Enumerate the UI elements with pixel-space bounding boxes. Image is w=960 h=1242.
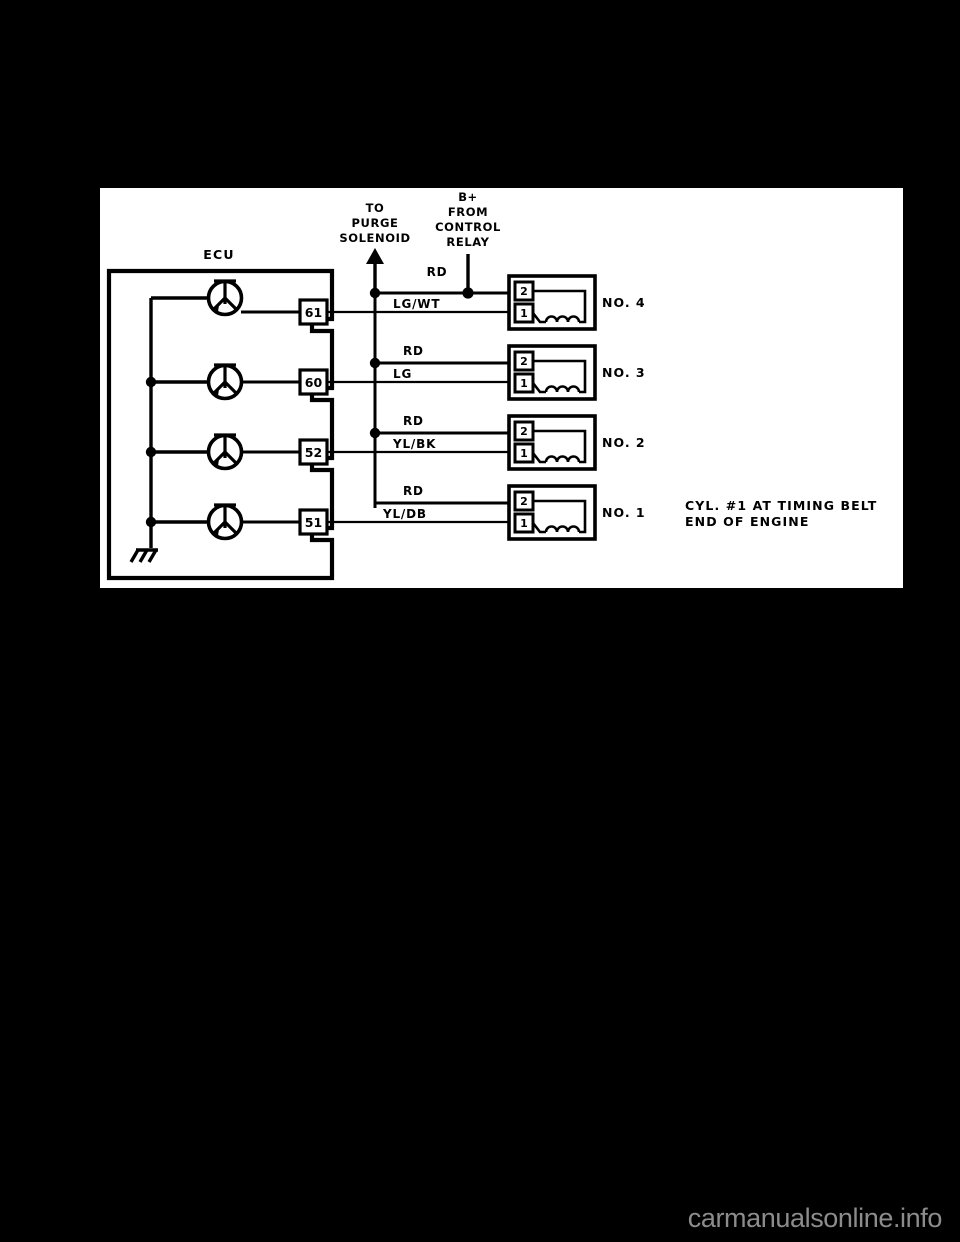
circuit-row-2: 60 LG RD [145,344,509,401]
injector-no-3-terminal-2: 2 [520,355,528,368]
cylinder-note-line-1: CYL. #1 AT TIMING BELT [685,498,877,513]
injector-no-2-terminal-2: 2 [520,425,528,438]
supply-wire-label-1: RD [427,265,448,279]
injector-driver-icon-1 [206,279,244,317]
injector-no-1-terminal-1: 1 [520,517,528,530]
circuit-row-1: 61 LG/WT RD [151,265,509,326]
injector-no-1-label: NO. 1 [602,505,646,520]
battery-header-line-4: RELAY [446,235,489,249]
signal-wire-label-2: LG [393,367,412,381]
battery-supply-drop [462,254,474,299]
signal-wire-label-4: YL/DB [382,507,427,521]
junction-dot-battery [462,287,474,299]
injector-no-4-terminal-2: 2 [520,285,528,298]
junction-dot-ground-4 [145,516,157,528]
watermark-text: carmanualsonline.info [687,1203,943,1233]
ecu-terminal-60: 60 [298,368,329,396]
injector-no-4-label: NO. 4 [602,295,646,310]
supply-wire-4 [373,501,509,508]
junction-dot-ground-2 [145,376,157,388]
signal-wire-label-1: LG/WT [393,297,440,311]
supply-wire-label-2: RD [403,344,424,358]
chassis-ground-icon [129,541,158,563]
injector-no-4: 2 1 NO. 4 [507,274,646,331]
injector-no-3-label: NO. 3 [602,365,646,380]
supply-wire-label-4: RD [403,484,424,498]
ecu-label: ECU [203,247,234,262]
injector-driver-icon-3 [206,433,244,471]
wiring-diagram-panel: TO PURGE SOLENOID B+ FROM CONTROL RELAY … [100,188,903,588]
ecu-terminal-51-label: 51 [305,515,322,530]
supply-wire-label-3: RD [403,414,424,428]
injector-driver-icon-4 [206,503,244,541]
injector-no-2-label: NO. 2 [602,435,646,450]
injector-no-3-terminal-1: 1 [520,377,528,390]
up-arrow-icon [366,248,384,264]
cylinder-note-line-2: END OF ENGINE [685,514,809,529]
injector-coil-icon-1 [544,525,581,533]
purge-header-line-1: TO [366,201,385,215]
ecu-terminal-61: 61 [298,298,329,326]
battery-header-line-2: FROM [448,205,488,219]
injector-no-3: 2 1 NO. 3 [507,344,646,401]
circuit-row-3: 52 YL/BK RD [145,414,509,471]
junction-dot-purge-3 [369,427,381,439]
junction-dot-purge-1 [369,287,381,299]
injector-no-2-terminal-1: 1 [520,447,528,460]
junction-dot-ground-3 [145,446,157,458]
injector-no-2: 2 1 NO. 2 [507,414,646,471]
injector-no-1: 2 1 NO. 1 [507,484,646,541]
injector-no-4-terminal-1: 1 [520,307,528,320]
junction-dot-purge-2 [369,357,381,369]
ecu-terminal-60-label: 60 [305,375,323,390]
circuit-row-4: 51 YL/DB RD [145,484,509,541]
injector-driver-icon-2 [206,363,244,401]
purge-header-line-2: PURGE [352,216,399,230]
battery-header-line-1: B+ [458,190,478,204]
purge-header-line-3: SOLENOID [339,231,410,245]
battery-header-line-3: CONTROL [435,220,501,234]
signal-wire-label-3: YL/BK [392,437,436,451]
wiring-diagram-svg: TO PURGE SOLENOID B+ FROM CONTROL RELAY … [106,190,877,581]
injector-coil-icon-2 [544,455,581,463]
cylinder-note: CYL. #1 AT TIMING BELT END OF ENGINE [685,498,877,529]
ecu-terminal-61-label: 61 [305,305,322,320]
purge-solenoid-branch [366,248,384,508]
ecu-terminal-52-label: 52 [305,445,322,460]
ecu-terminal-52: 52 [298,438,329,466]
purge-solenoid-header: TO PURGE SOLENOID [339,201,410,245]
injector-coil-icon-4 [544,315,581,323]
ecu-terminal-51: 51 [298,508,329,536]
injector-no-1-terminal-2: 2 [520,495,528,508]
injector-coil-icon-3 [544,385,581,393]
battery-supply-header: B+ FROM CONTROL RELAY [435,190,501,249]
